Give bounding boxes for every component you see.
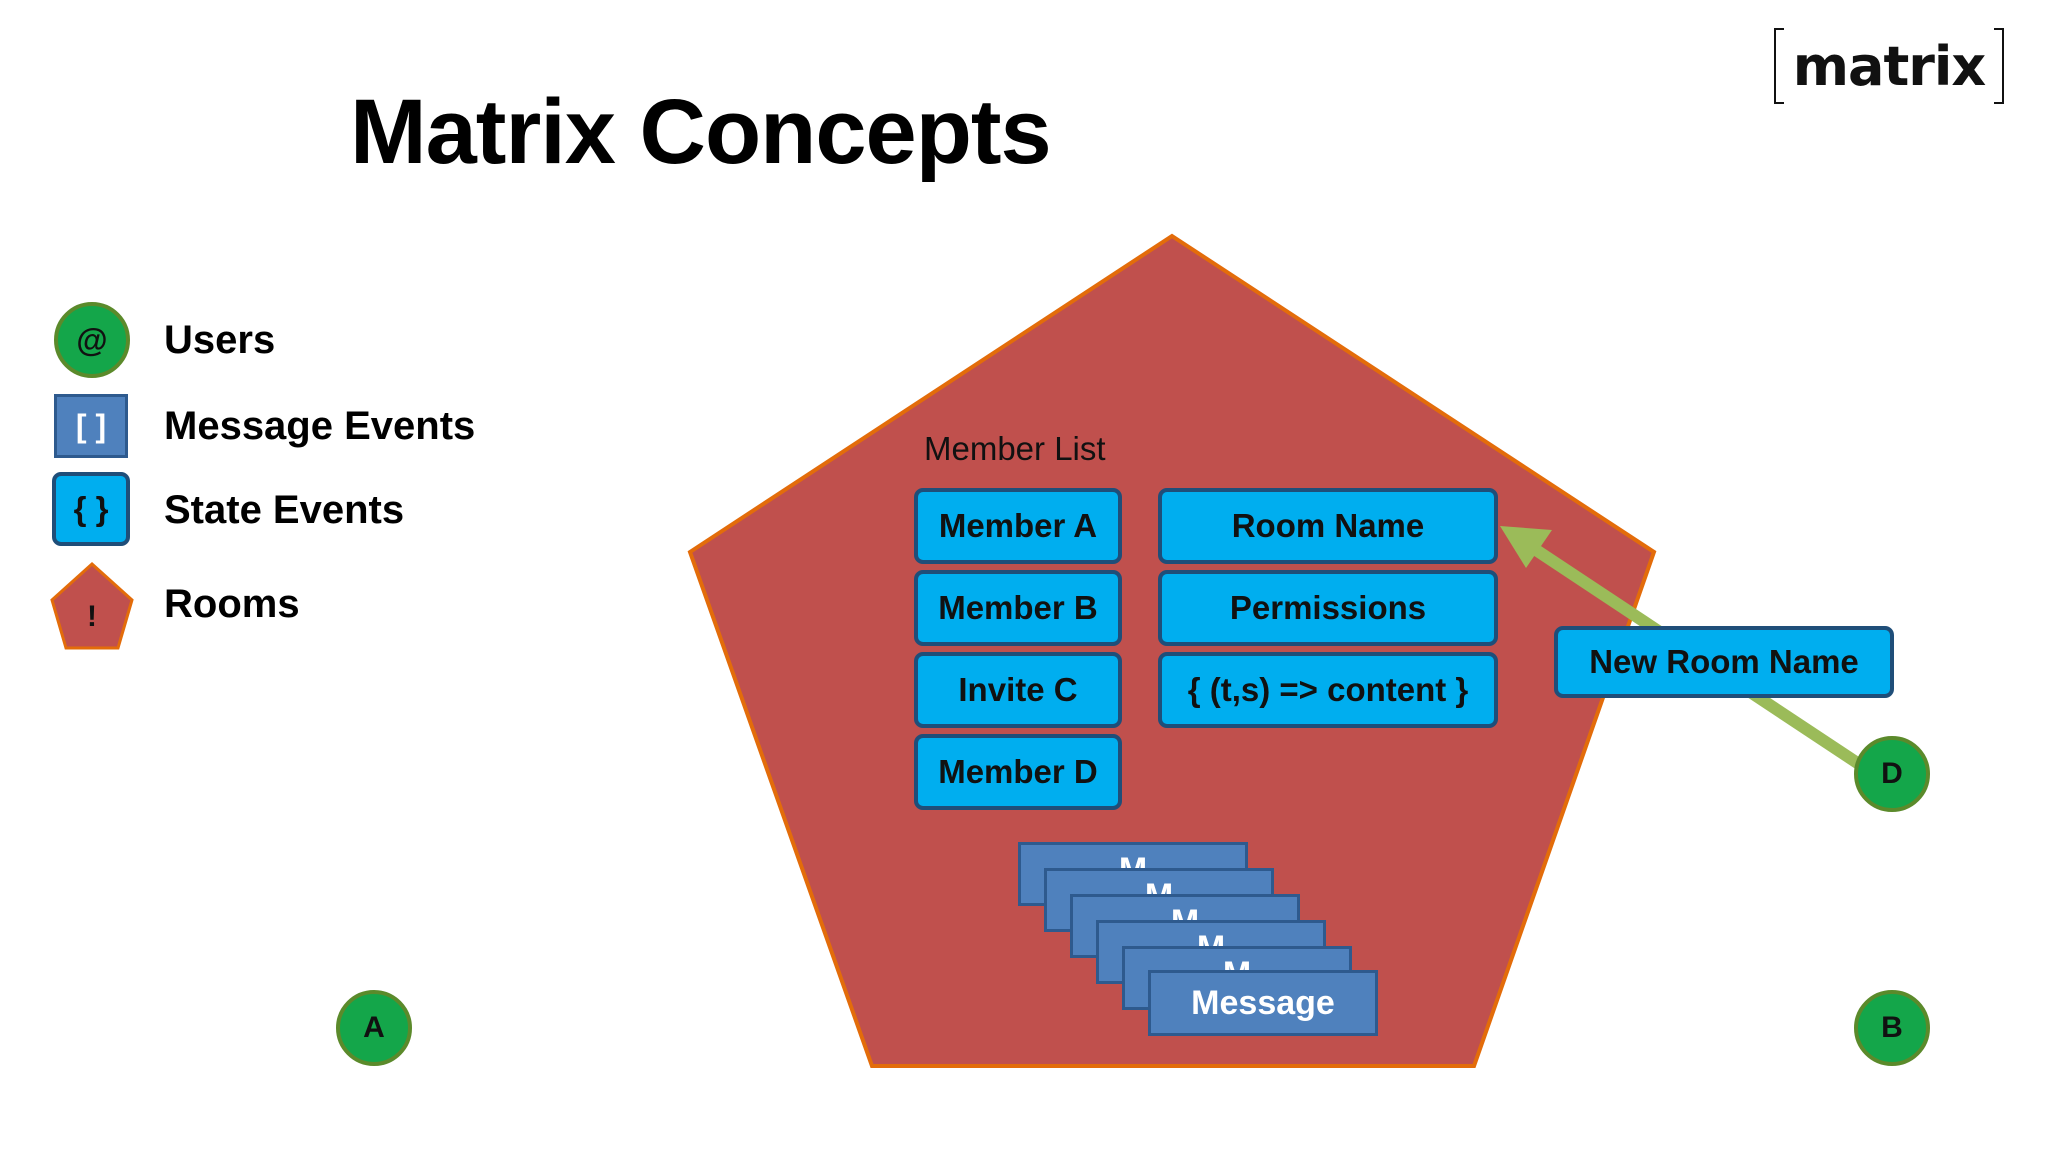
state-event-member-a[interactable]: Member A [914, 488, 1122, 564]
state-event-content-map[interactable]: { (t,s) => content } [1158, 652, 1498, 728]
page-title: Matrix Concepts [350, 81, 1052, 183]
state-event-invite-c[interactable]: Invite C [914, 652, 1122, 728]
legend-label-state-events: State Events [164, 488, 405, 532]
state-event-permissions[interactable]: Permissions [1158, 570, 1498, 646]
legend-label-rooms: Rooms [164, 582, 300, 626]
room-pentagon [687, 233, 1657, 1068]
user-icon: @ [54, 302, 130, 378]
arrowhead [1500, 526, 1552, 568]
message-event-icon: [ ] [54, 394, 128, 458]
message-event-latest[interactable]: Message [1148, 970, 1378, 1036]
legend-label-users: Users [164, 318, 276, 362]
user-b[interactable]: B [1854, 990, 1930, 1066]
state-event-icon: { } [52, 472, 130, 546]
state-event-member-b[interactable]: Member B [914, 570, 1122, 646]
state-event-new-room-name[interactable]: New Room Name [1554, 626, 1894, 698]
member-list-label: Member List [924, 430, 1106, 467]
room-icon-symbol: ! [87, 600, 97, 633]
state-event-room-name[interactable]: Room Name [1158, 488, 1498, 564]
user-d[interactable]: D [1854, 736, 1930, 812]
user-a[interactable]: A [336, 990, 412, 1066]
state-event-member-d[interactable]: Member D [914, 734, 1122, 810]
matrix-logo: matrix [1774, 28, 2004, 104]
room-icon: ! [50, 561, 134, 650]
legend-label-message-events: Message Events [164, 404, 476, 448]
